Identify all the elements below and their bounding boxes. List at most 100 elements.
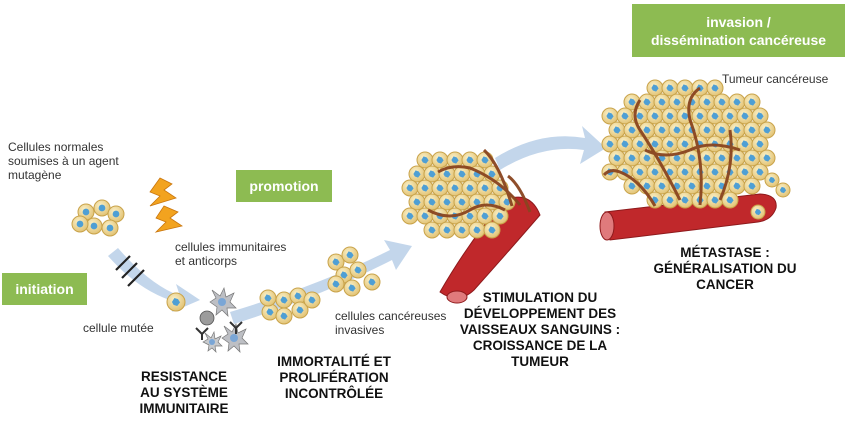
label-immune-cells: cellules immunitaires et anticorps [175,240,287,268]
immune-cells-group [195,286,249,354]
tumor-cell [653,177,671,195]
tumor-cell [431,151,449,169]
tumor-cell [728,93,746,111]
antibody-ball-icon [199,310,215,326]
tumor-cell [491,207,509,225]
tumor-cell [453,193,471,211]
invasive-cell [327,253,345,271]
tumor-cell [623,121,641,139]
invasive-cell [343,279,361,297]
mutated-cell [166,292,186,312]
tumor-cell [601,135,619,153]
tumor-cell [713,149,731,167]
tumor-cell [601,107,619,125]
tumor-cell [721,107,739,125]
tumor-cell [468,221,486,239]
tumor-with-vessel-right [599,79,791,241]
tumor-cell [751,107,769,125]
label-mutated-cell: cellule mutée [83,321,154,335]
tumor-cell [706,107,724,125]
tumor-cell [676,163,694,181]
tumor-cell [623,149,641,167]
tumor-cell [416,151,434,169]
normal-cell [107,205,125,223]
normal-cells-group [71,199,125,237]
proliferating-cell [261,303,279,321]
tumor-cell [638,93,656,111]
tumor-cell [476,179,494,197]
tumor-cell [743,93,761,111]
tumor-cell [423,165,441,183]
tumor-cell [453,221,471,239]
label-normal-cells: Cellules normales soumises à un agent mu… [8,140,119,182]
proliferating-cell [291,301,309,319]
tumor-cell [461,179,479,197]
proliferating-cell [303,291,321,309]
tumor-cell [706,191,724,209]
arrow-invasion [495,126,606,170]
tag-invasion: invasion / dissémination cancéreuse [632,4,845,57]
tag-promotion: promotion [236,170,332,202]
tumor-cell [706,79,724,97]
tumor-cell [646,79,664,97]
tumor-cell [758,149,776,167]
tumor-cell [698,149,716,167]
tumor-cell [698,121,716,139]
tumor-cell [483,221,501,239]
immune-cell-icon [202,330,223,354]
step-metastasis: MÉTASTASE : GÉNÉRALISATION DU CANCER [653,245,797,292]
tumor-cell [438,221,456,239]
step-resistance: RESISTANCE AU SYSTÈME IMMUNITAIRE [139,369,229,416]
tumor-with-vessel-middle [401,148,541,304]
tumor-cell [751,163,769,181]
tumor-cell [721,191,739,209]
tumor-cell [653,121,671,139]
tumor-cell [676,191,694,209]
escaping-cell [750,204,766,220]
tumor-cell [446,179,464,197]
tumor-cell [653,93,671,111]
tumor-cell [401,179,419,197]
tumor-cell [423,221,441,239]
tumor-mass-middle [401,151,516,239]
tumor-cell [453,165,471,183]
tumor-cell [698,177,716,195]
tumor-cell [676,135,694,153]
tumor-cell [416,179,434,197]
invasive-cell [349,261,367,279]
proliferating-cell [275,307,293,325]
tumor-cell [646,107,664,125]
tumor-cell [631,163,649,181]
proliferating-cell [259,289,277,307]
normal-cell [101,219,119,237]
tumor-cell [608,121,626,139]
normal-cell [85,217,103,235]
tumor-cell [698,93,716,111]
arrow-promotion [230,240,412,324]
capillaries-middle [427,148,532,218]
antibody-icon [229,321,243,334]
tumor-cell [736,107,754,125]
immune-cell-icon [209,286,237,317]
tumor-cell [691,107,709,125]
tumor-cell [401,207,419,225]
escaping-cell [764,172,780,188]
tumor-cell [476,207,494,225]
step-immortality: IMMORTALITÉ ET PROLIFÉRATION INCONTRÔLÉE [277,354,391,401]
antibody-icon [195,327,209,340]
label-tumor: Tumeur cancéreuse [722,72,829,86]
tumor-cell [408,193,426,211]
tumor-cell [408,165,426,183]
tumor-cell [616,135,634,153]
escaping-cell [775,182,791,198]
capillaries-right [602,86,741,207]
tumor-cell [743,177,761,195]
invasive-cell [327,275,345,293]
tumor-cell [736,135,754,153]
tumor-cell [728,121,746,139]
tumor-cell [676,79,694,97]
mutagen-lines [115,255,145,287]
proliferating-cell [289,287,307,305]
